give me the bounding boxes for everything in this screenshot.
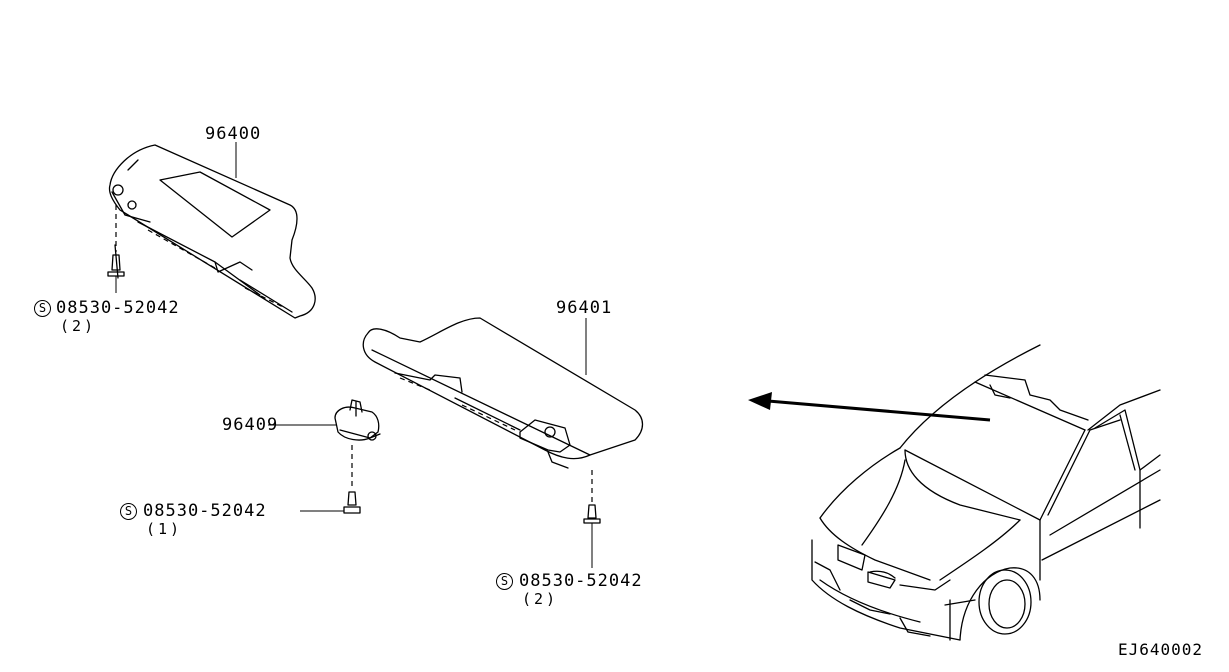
screw-center [343, 491, 361, 514]
sun-visor-right [362, 317, 644, 469]
visor-holder [334, 399, 381, 441]
screw-quantity: (2) [522, 590, 559, 608]
label-96400: 96400 [205, 124, 262, 144]
screw-part-number: 08530-52042 [519, 571, 643, 591]
location-arrow [748, 392, 991, 422]
label-96409: 96409 [222, 415, 279, 435]
screw-part-number: 08530-52042 [56, 298, 180, 318]
standard-part-symbol: S [496, 573, 513, 590]
label-96401: 96401 [556, 298, 613, 318]
screw-part-number: 08530-52042 [143, 501, 267, 521]
screw-quantity: (1) [146, 520, 183, 538]
standard-part-symbol: S [120, 503, 137, 520]
screw-left [107, 254, 125, 293]
screw-quantity: (2) [60, 317, 97, 335]
standard-part-symbol: S [34, 300, 51, 317]
screw-right [583, 504, 601, 568]
diagram-reference-code: EJ640002 [1118, 640, 1204, 659]
sun-visor-left [108, 144, 316, 319]
car-illustration [811, 344, 1161, 641]
